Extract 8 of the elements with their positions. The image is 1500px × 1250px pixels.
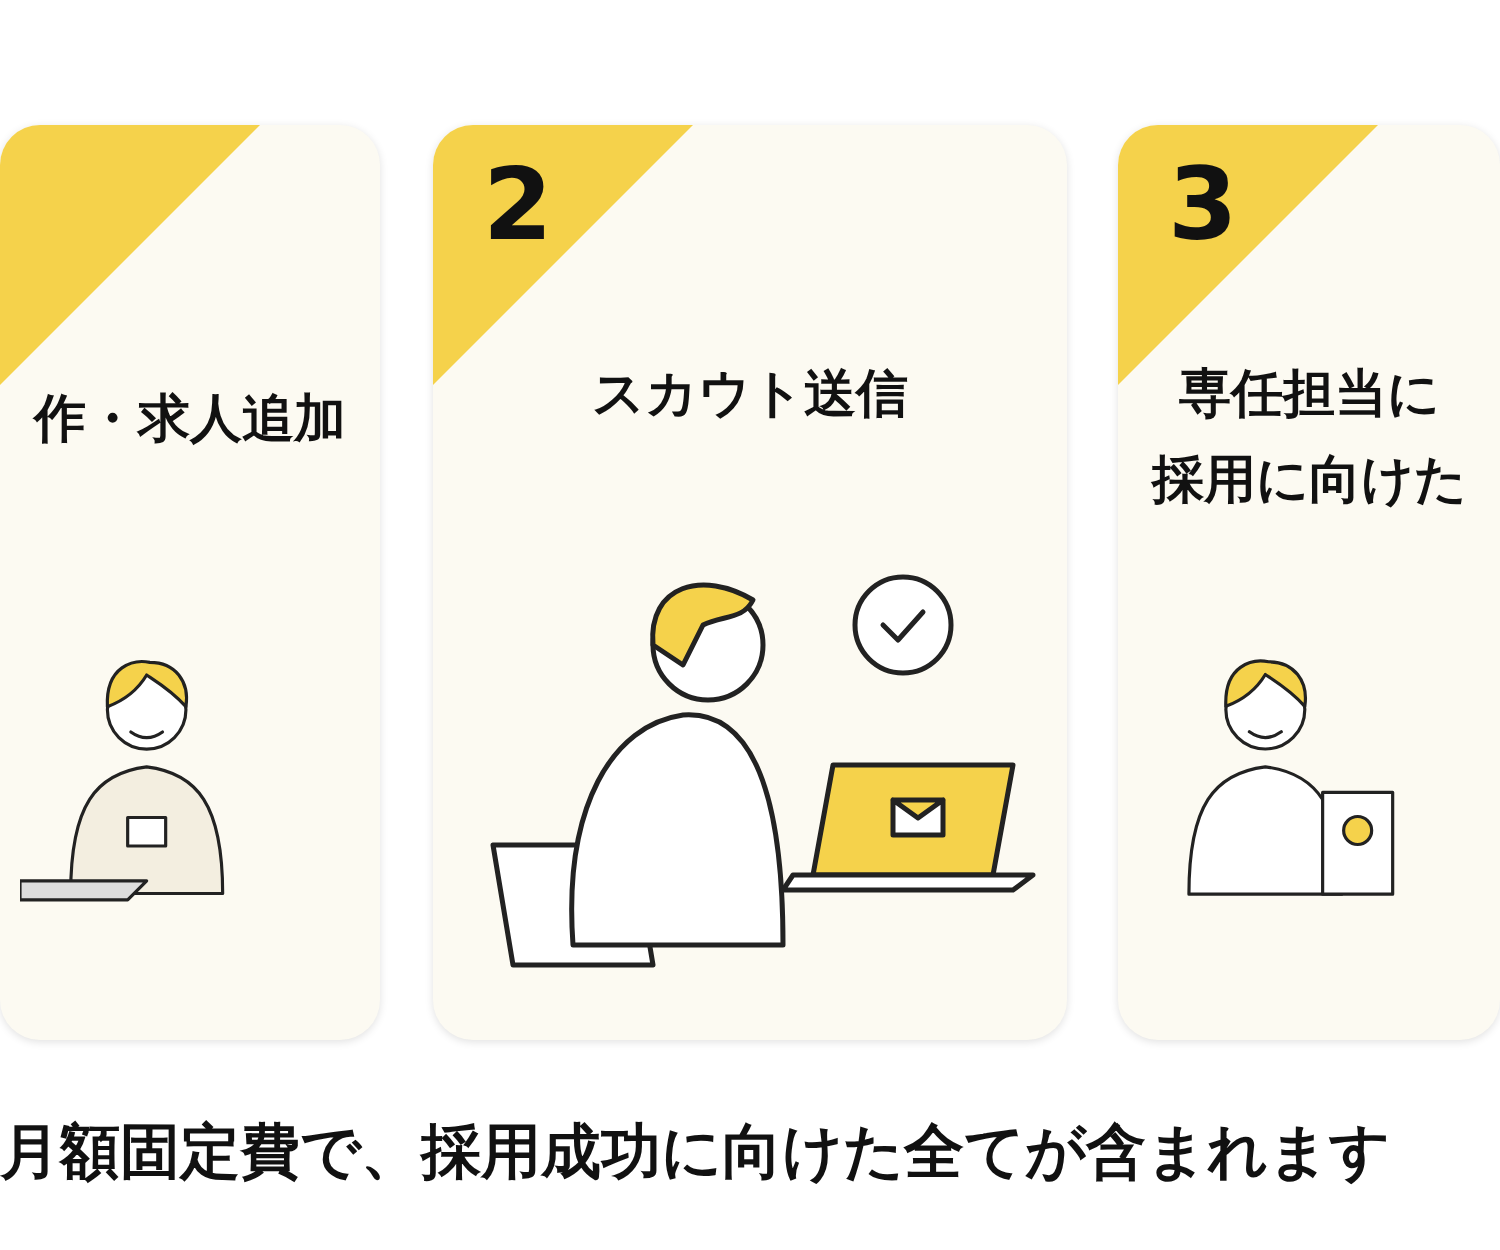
step-heading: 作・求人追加	[31, 387, 347, 450]
step-heading: スカウト送信	[591, 362, 909, 425]
step-card	[433, 125, 1067, 1040]
step-number: 2	[483, 155, 553, 255]
step-card	[1118, 125, 1500, 1040]
step-card	[0, 125, 380, 1040]
step-heading: 専任担当に採用に向けた	[1150, 362, 1468, 511]
step-number: 3	[1168, 155, 1238, 255]
